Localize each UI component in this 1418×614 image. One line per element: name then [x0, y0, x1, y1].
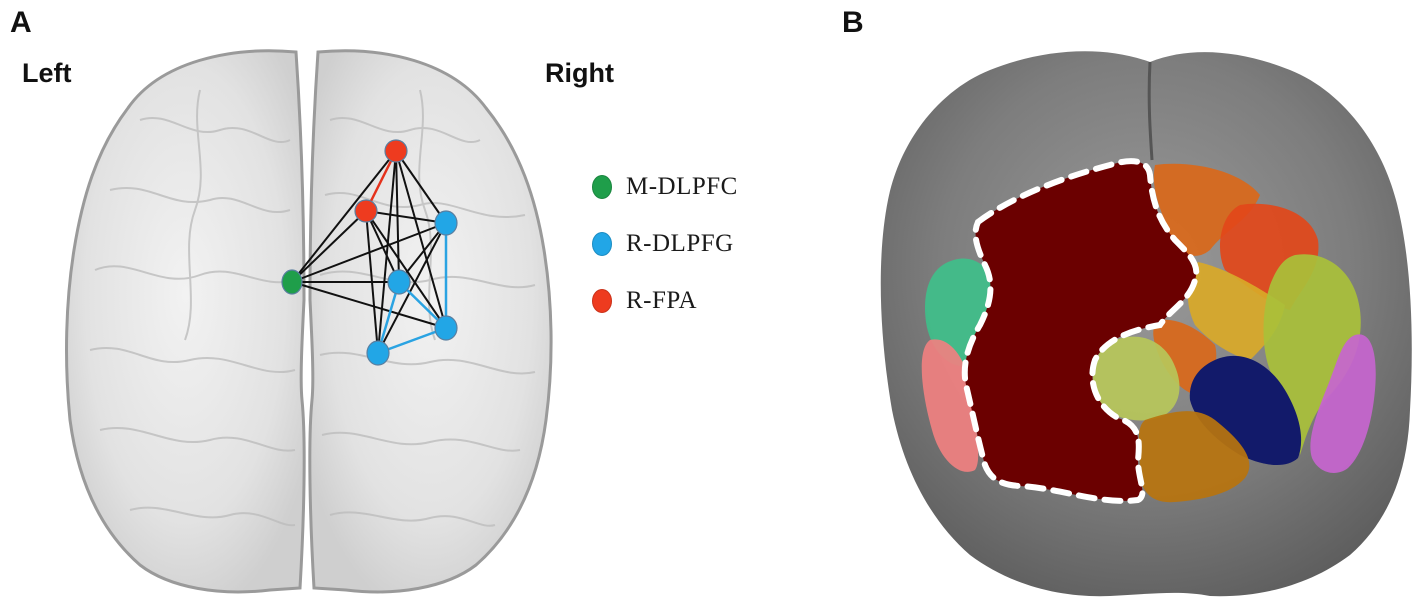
panel-a-letter: A — [10, 6, 32, 39]
network-node-r1 — [384, 139, 408, 163]
network-node-b2 — [387, 269, 411, 295]
legend: M-DLPFC R-DLPFG R-FPA — [592, 172, 738, 343]
region-light-green — [1092, 336, 1180, 421]
legend-label: M-DLPFC — [626, 173, 738, 200]
gyri-texture — [89, 89, 536, 527]
panel-b-letter: B — [842, 6, 864, 39]
region-orange — [1153, 163, 1260, 256]
network-edge-r1-b1 — [395, 150, 447, 224]
network-edge-r1-b3 — [395, 150, 447, 329]
brain-regions — [921, 161, 1376, 503]
network-node-b1 — [434, 210, 458, 236]
network-edge-r2-b2 — [365, 210, 400, 283]
legend-item-r-fpa: R-FPA — [592, 286, 738, 316]
network-edge-b1-b2 — [398, 222, 447, 283]
right-hemisphere-label: Right — [545, 58, 614, 88]
network-node-b3 — [434, 315, 458, 341]
network-edge-b1-b4 — [377, 222, 447, 354]
network-edge-g1-r1 — [291, 150, 397, 283]
legend-swatch-green — [592, 175, 612, 199]
region-outlined-dark-red — [964, 161, 1197, 501]
region-violet — [1310, 334, 1376, 473]
legend-item-m-dlpfc: M-DLPFC — [592, 172, 738, 202]
legend-swatch-red — [592, 289, 612, 313]
network-edge-r2-b1 — [365, 210, 447, 224]
network-edge-g1-b3 — [291, 281, 447, 329]
network-edge-b3-b4 — [377, 326, 447, 355]
network-node-r2 — [354, 199, 378, 223]
region-yellow — [1187, 262, 1285, 360]
legend-swatch-blue — [592, 232, 612, 256]
network-edge-r1-b4 — [377, 150, 397, 354]
region-bronze — [1138, 411, 1250, 503]
network-nodes — [281, 139, 458, 366]
left-hemisphere — [65, 49, 306, 594]
network-edge-r2-b3 — [365, 210, 447, 329]
network-edge-r2-b4 — [365, 210, 379, 354]
legend-label: R-FPA — [626, 287, 698, 314]
dashed-region-outline — [961, 158, 1200, 504]
network-node-b4 — [366, 340, 390, 366]
left-hemisphere-label: Left — [22, 58, 72, 88]
interhemispheric-fissure — [1147, 61, 1154, 161]
legend-label: R-DLPFG — [626, 230, 734, 257]
legend-item-r-dlpfg: R-DLPFG — [592, 229, 738, 259]
network-edge-g1-r2 — [291, 210, 367, 283]
network-node-g1 — [281, 269, 303, 295]
